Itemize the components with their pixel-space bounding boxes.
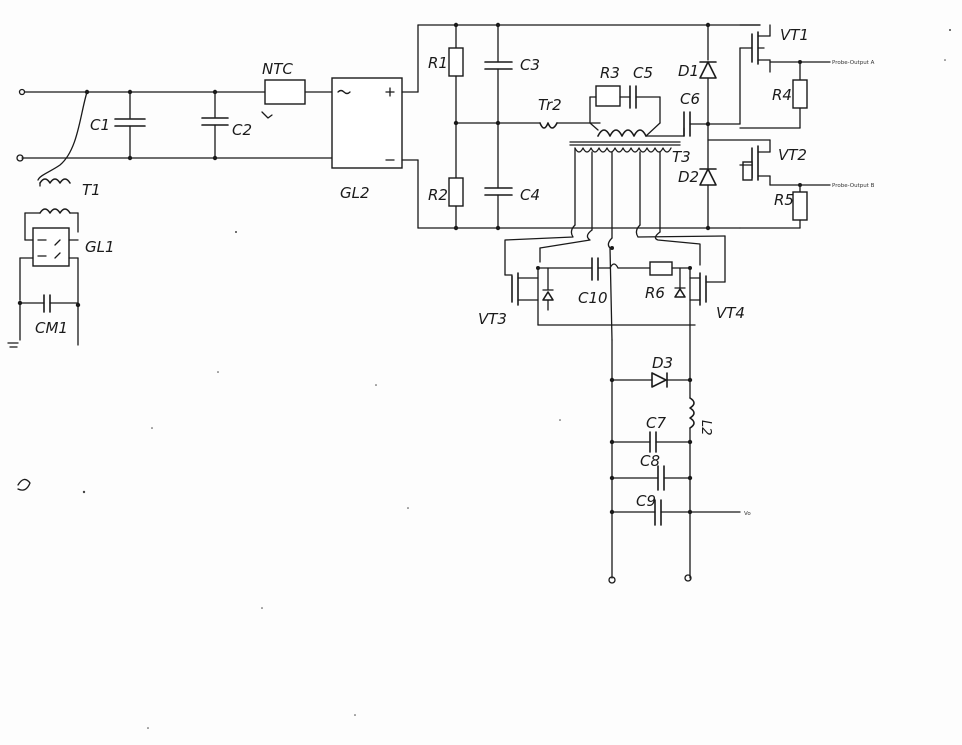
rectifier-gl1 [17,208,81,308]
label-tr2: Tr2 [538,96,562,114]
mosfet-vt2 [707,139,831,229]
label-r1: R1 [428,54,448,72]
secondary-wiring [504,224,726,341]
label-vt3: VT3 [478,310,507,328]
scan-noise [17,29,951,729]
label-c10: C10 [578,289,608,307]
label-gl2: GL2 [340,184,370,202]
output-vo-label: Vo [744,511,751,517]
label-r4: R4 [772,86,792,104]
capacitor-c6 [683,111,711,137]
capacitor-c10 [591,257,651,281]
output-b-label: Probe-Output B [832,183,875,189]
mosfet-vt4 [674,267,726,326]
label-r5: R5 [774,191,794,209]
label-c2: C2 [232,121,252,139]
label-ntc: NTC [262,60,293,78]
label-c3: C3 [520,56,540,74]
capacitor-c3 [484,24,513,124]
label-d2: D2 [678,168,699,186]
inductor-tr2 [539,122,558,129]
label-d3: D3 [652,354,673,372]
label-r3: R3 [600,64,620,82]
label-gl1: GL1 [85,238,115,256]
label-c1: C1 [90,116,110,134]
label-vt4: VT4 [716,304,745,322]
label-vt2: VT2 [778,146,807,164]
resistor-r2 [448,122,464,229]
transformer-t3 [569,122,685,239]
thermistor-ntc [261,79,306,119]
label-r2: R2 [428,186,448,204]
output-terminal-pos [684,574,692,582]
dc-bus [417,22,761,231]
input-terminal-bottom [16,154,24,162]
label-c8: C8 [640,452,660,470]
snubber-r3-c5 [589,85,661,124]
input-terminal-top [18,88,26,96]
output-a-label: Probe-Output A [832,60,875,66]
label-c6: C6 [680,90,700,108]
capacitor-c2 [201,91,229,159]
label-c4: C4 [520,186,540,204]
resistor-r6 [649,261,692,276]
output-filter [608,324,741,584]
rectifier-gl2 [331,77,419,169]
label-r6: R6 [645,284,665,302]
label-vt1: VT1 [780,26,809,44]
resistor-r1 [448,24,464,124]
transformer-t1 [37,91,88,187]
label-c9: C9 [636,492,656,510]
mosfet-vt3 [511,266,696,326]
capacitor-cm1 [7,294,79,348]
label-d1: D1 [678,62,699,80]
label-c7: C7 [646,414,666,432]
diode-rail [699,24,741,229]
capacitor-c4 [484,122,513,229]
mosfet-vt1 [739,24,831,129]
label-t1: T1 [82,181,101,199]
label-l2: L2 [698,420,713,436]
label-c5: C5 [633,64,653,82]
label-t3: T3 [672,148,691,166]
output-terminal-neg [608,576,616,584]
capacitor-c1 [114,91,146,159]
label-cm1: CM1 [35,319,68,337]
